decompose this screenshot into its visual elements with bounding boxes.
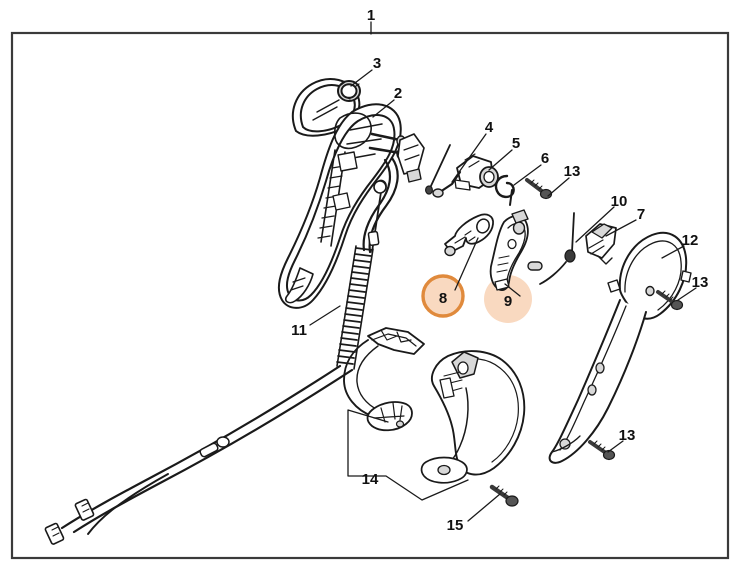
- leader-13b: [677, 287, 697, 301]
- callout-label-14: 14: [362, 471, 379, 488]
- leader-12: [661, 245, 685, 259]
- callout-label-13c: 13: [619, 427, 636, 444]
- leader-6: [513, 164, 542, 186]
- part-7-catch-lever: [585, 223, 617, 265]
- part-2-handle-body: [277, 103, 425, 309]
- callout-label-3: 3: [373, 55, 381, 72]
- callout-labels: 1 3 2 4 5 6 13 10 7 12 13 11 13 14 15 8 …: [291, 7, 708, 534]
- part-8-trigger-lever: [444, 213, 494, 257]
- callout-label-11: 11: [291, 322, 307, 339]
- callout-label-2: 2: [394, 85, 402, 102]
- callout-label-13b: 13: [692, 274, 709, 291]
- cable-terminal: [44, 498, 95, 545]
- part-14a-guard-left: [343, 327, 425, 432]
- part-13b-screw: [656, 290, 684, 311]
- callout-label-8: 8: [439, 290, 447, 307]
- callout-label-12: 12: [682, 232, 699, 249]
- leader-lines: [309, 21, 697, 522]
- part-10-wire-spring: [539, 212, 576, 285]
- part-13a-screw: [525, 178, 553, 200]
- callout-label-4: 4: [485, 119, 494, 136]
- callout-label-10: 10: [611, 193, 628, 210]
- callout-label-7: 7: [637, 206, 645, 223]
- part-5-switch-body: [432, 153, 499, 198]
- leader-2: [372, 99, 395, 118]
- callout-label-13a: 13: [564, 163, 581, 180]
- callout-label-1: 1: [367, 7, 375, 24]
- part-11-throttle-cable: [44, 156, 399, 545]
- cable-coil-spring: [336, 245, 374, 370]
- leader-5: [488, 149, 513, 171]
- part-3-grip-loop: [291, 78, 361, 137]
- part-14b-guard-right: [420, 350, 526, 484]
- leader-13a: [547, 177, 570, 197]
- leader-4: [451, 133, 487, 183]
- leader-3: [350, 69, 373, 87]
- highlight-ring-8: [421, 274, 465, 318]
- part-13c-screw: [588, 440, 616, 461]
- part-12-handle-tube: [548, 299, 647, 464]
- leader-14-bracket: [347, 409, 469, 501]
- leader-8: [454, 237, 479, 291]
- part-6-spring-clip: [494, 174, 515, 206]
- leader-13c: [607, 440, 624, 453]
- callout-label-15: 15: [447, 517, 464, 534]
- part-15-screw: [489, 484, 519, 507]
- leader-11: [309, 305, 341, 326]
- part-4-pin: [425, 144, 451, 195]
- callout-label-6: 6: [541, 150, 549, 167]
- leader-15: [467, 493, 501, 522]
- leader-10: [575, 206, 615, 243]
- leader-9: [504, 283, 521, 297]
- callout-label-5: 5: [512, 135, 520, 152]
- callout-label-9: 9: [504, 293, 512, 310]
- leader-7: [605, 219, 637, 237]
